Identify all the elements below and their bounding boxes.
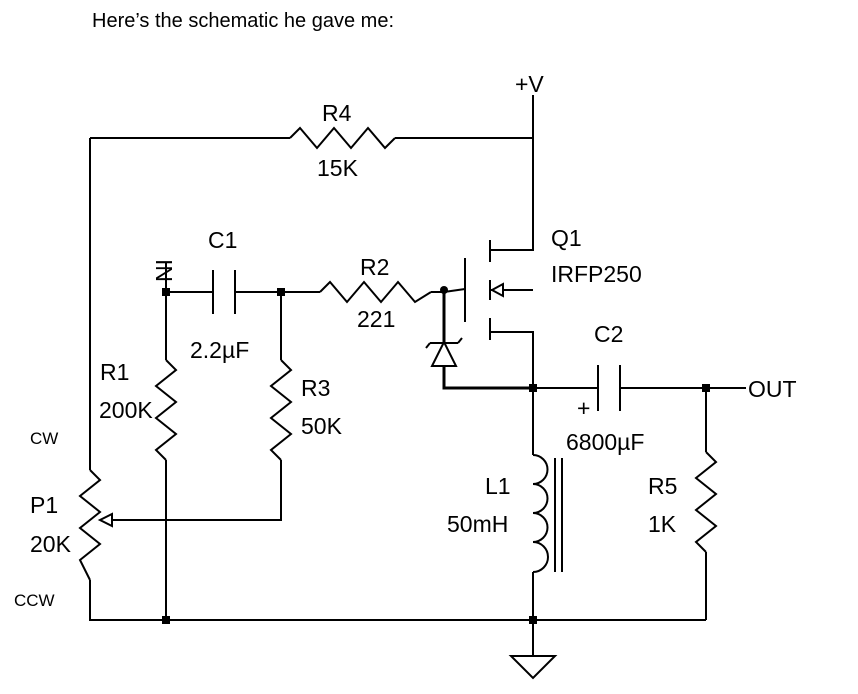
label-r3-value: 50K [301,413,343,439]
wire-ground-rail [89,580,706,621]
page-heading: Here’s the schematic he gave me: [92,10,395,32]
resistor-r1 [154,359,178,461]
junction-gnd-l1 [529,616,537,624]
capacitor-c2 [597,365,621,411]
ground-icon [508,655,558,680]
resistor-r3 [269,359,293,461]
label-r1-value: 200K [99,397,153,423]
potentiometer-p1 [78,469,102,581]
wire-top-right [395,95,534,139]
junction-source [529,384,537,392]
resistor-r4 [289,126,396,150]
junction-gate [440,286,448,294]
wire-drain [490,138,534,251]
label-output: OUT [748,376,797,402]
mosfet-q1 [464,240,533,340]
label-c2-value: 6800µF [566,429,644,455]
label-c1-ref: C1 [208,227,237,253]
label-q1-ref: Q1 [551,225,582,251]
wire-r3-wiper [110,460,282,521]
label-l1-value: 50mH [447,511,508,537]
inductor-l1 [532,454,563,573]
label-c1-value: 2.2µF [190,337,249,363]
zener-diode [425,337,463,367]
label-r1-ref: R1 [100,359,129,385]
capacitor-c1 [212,270,236,314]
label-c2-polarity: + [577,395,590,421]
junction-in [162,288,170,296]
label-r2-value: 221 [357,306,395,332]
label-r4-ref: R4 [322,100,352,126]
label-input: IN [151,259,177,282]
label-p1-value: 20K [30,531,72,557]
label-q1-part: IRFP250 [551,261,642,287]
resistor-r2 [319,280,432,304]
mosfet-arrow-icon [489,282,504,298]
junction-r3 [277,288,285,296]
label-r3-ref: R3 [301,375,330,401]
junction-out [702,384,710,392]
label-p1-ref: P1 [30,492,58,518]
label-l1-ref: L1 [485,473,511,499]
p1-wiper-arrow-icon [97,512,113,528]
label-r5-value: 1K [648,511,677,537]
wire-source [490,331,534,455]
junction-gnd-r1 [162,616,170,624]
label-c2-ref: C2 [594,321,623,347]
resistor-r5 [694,451,718,553]
label-r5-ref: R5 [648,473,677,499]
label-supply: +V [515,71,544,97]
wire-diode-path [442,292,533,390]
label-p1-cw: CW [30,429,58,448]
junctions [162,286,710,624]
wires [89,95,746,656]
label-r2-ref: R2 [360,254,389,280]
label-r4-value: 15K [317,155,359,181]
label-p1-ccw: CCW [14,591,55,610]
